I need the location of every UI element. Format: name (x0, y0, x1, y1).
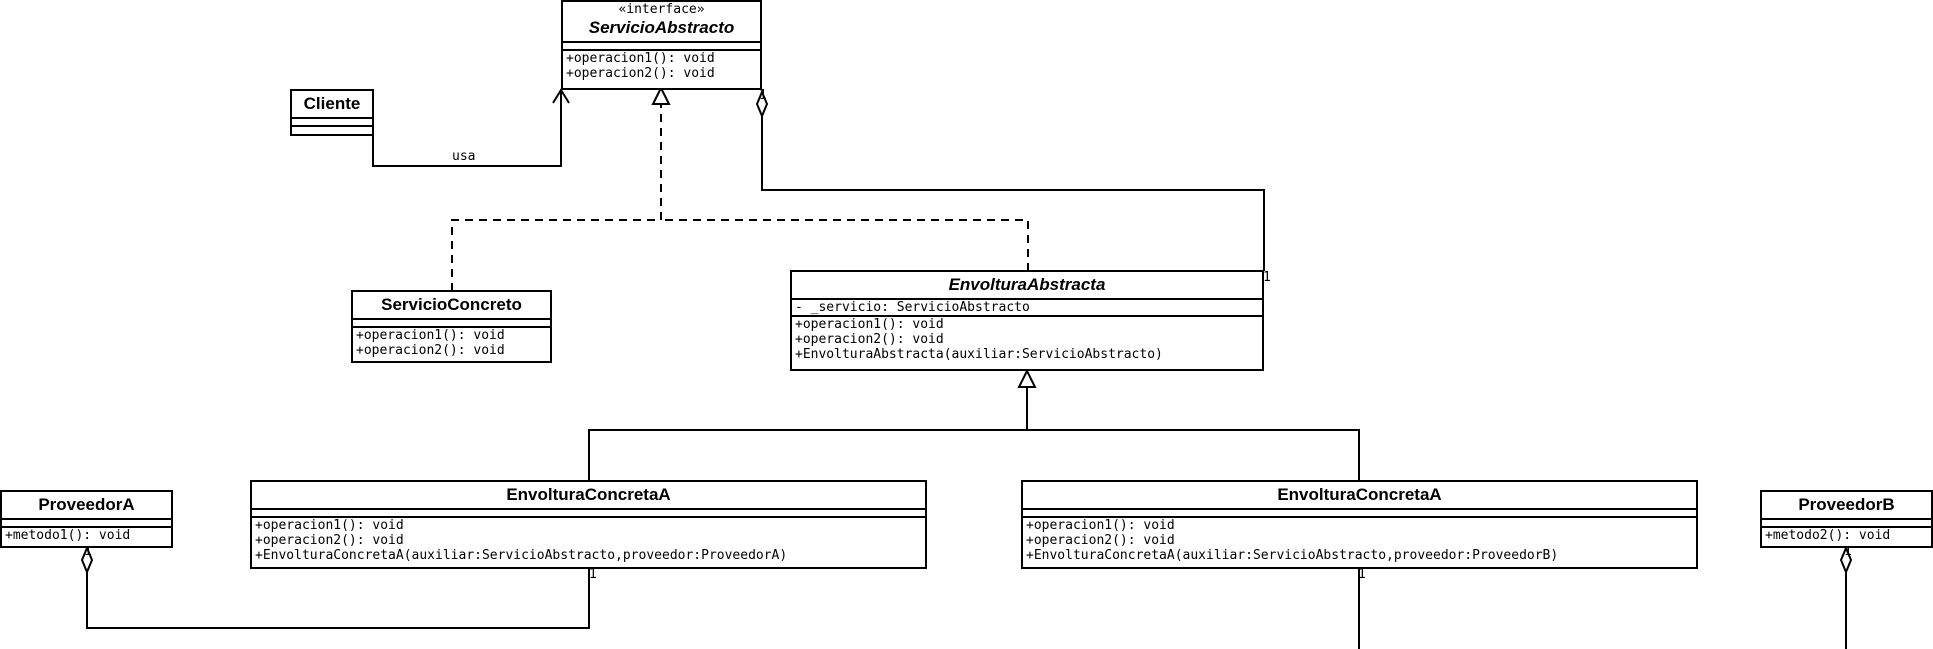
methods-section: +operacion1(): void +operacion2(): void … (1023, 516, 1696, 563)
attributes-section (292, 117, 372, 125)
class-name: EnvolturaAbstracta (948, 275, 1106, 294)
realization-line-servicio-concreto (451, 103, 662, 291)
method: +operacion2(): void (795, 332, 944, 347)
generalization-line-concreta-a (588, 387, 1028, 481)
class-name: ProveedorA (38, 495, 135, 514)
class-title: «interface» ServicioAbstracto (563, 2, 760, 41)
class-cliente[interactable]: Cliente (290, 89, 374, 136)
class-servicio-concreto[interactable]: ServicioConcreto +operacion1(): void +op… (351, 290, 552, 363)
methods-section: +metodo1(): void (2, 526, 171, 543)
methods-section: +operacion1(): void +operacion2(): void (353, 326, 550, 358)
attributes-section (1762, 518, 1931, 526)
method: +operacion2(): void (255, 533, 404, 548)
method: +operacion1(): void (356, 328, 505, 343)
method: +EnvolturaConcretaA(auxiliar:ServicioAbs… (255, 548, 788, 563)
class-envoltura-concreta-b[interactable]: EnvolturaConcretaA +operacion1(): void +… (1021, 480, 1698, 569)
method: +EnvolturaAbstracta(auxiliar:ServicioAbs… (795, 347, 1163, 362)
class-proveedor-b[interactable]: ProveedorB +metodo2(): void (1760, 490, 1933, 548)
methods-section: +operacion1(): void +operacion2(): void … (792, 315, 1262, 362)
methods-section: +operacion1(): void +operacion2(): void … (252, 516, 925, 563)
multiplicity-proveedor-a: 1 (84, 544, 92, 559)
attributes-section (252, 508, 925, 516)
realization-triangle (651, 85, 671, 105)
class-envoltura-concreta-a[interactable]: EnvolturaConcretaA +operacion1(): void +… (250, 480, 927, 569)
usa-arrowhead (552, 88, 570, 104)
aggregation-line-servicio (761, 116, 1265, 271)
method: +operacion2(): void (566, 66, 715, 81)
attributes-section (2, 518, 171, 526)
method: +metodo2(): void (1765, 528, 1891, 543)
stereotype-label: «interface» (618, 2, 705, 17)
generalization-line-concreta-b (1027, 429, 1360, 481)
multiplicity-servicio: 1 (759, 88, 767, 103)
attributes-section (353, 318, 550, 326)
attributes-section (563, 41, 760, 49)
methods-section: +metodo2(): void (1762, 526, 1931, 543)
attributes-section: - _servicio: ServicioAbstracto (792, 298, 1262, 315)
method: +metodo1(): void (5, 528, 131, 543)
methods-section (292, 125, 372, 133)
multiplicity-concreta-a: 1 (589, 567, 597, 582)
attributes-section (1023, 508, 1696, 516)
class-name: ServicioAbstracto (588, 18, 735, 37)
method: +operacion1(): void (566, 51, 715, 66)
class-proveedor-a[interactable]: ProveedorA +metodo1(): void (0, 490, 173, 548)
usa-label: usa (452, 149, 476, 164)
class-name: EnvolturaConcretaA (506, 485, 671, 504)
methods-section: +operacion1(): void +operacion2(): void (563, 49, 760, 81)
class-servicio-abstracto[interactable]: «interface» ServicioAbstracto +operacion… (561, 0, 762, 90)
method: +operacion1(): void (795, 317, 944, 332)
method: +operacion2(): void (1026, 533, 1175, 548)
method: +operacion1(): void (255, 518, 404, 533)
method: +operacion1(): void (1026, 518, 1175, 533)
multiplicity-envoltura: 1 (1263, 270, 1271, 285)
realization-line-envoltura-abstracta (661, 219, 1029, 271)
class-name: ServicioConcreto (381, 295, 522, 314)
multiplicity-proveedor-b: 1 (1844, 544, 1852, 559)
attribute: - _servicio: ServicioAbstracto (795, 300, 1030, 315)
generalization-triangle (1017, 368, 1037, 388)
class-name: ProveedorB (1798, 495, 1895, 514)
class-envoltura-abstracta[interactable]: EnvolturaAbstracta - _servicio: Servicio… (790, 270, 1264, 371)
multiplicity-concreta-b: 1 (1358, 567, 1366, 582)
method: +operacion2(): void (356, 343, 505, 358)
aggregation-line-proveedor-a (86, 569, 590, 629)
method: +EnvolturaConcretaA(auxiliar:ServicioAbs… (1026, 548, 1559, 563)
class-name: EnvolturaConcretaA (1277, 485, 1442, 504)
class-name: Cliente (303, 94, 361, 113)
